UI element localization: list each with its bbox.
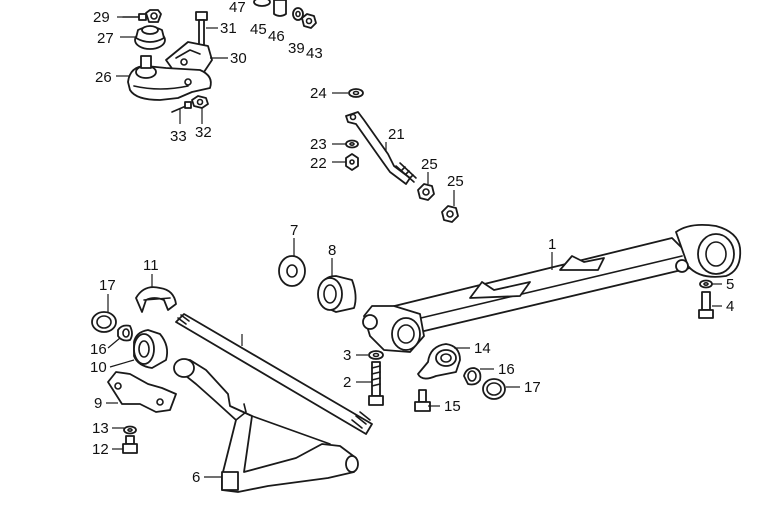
- washer-13: [123, 425, 137, 435]
- bearing-clamp-14: [417, 343, 461, 380]
- link-rod-21: [345, 111, 417, 185]
- washer-45: [253, 0, 271, 7]
- callout-43: 43: [306, 45, 323, 62]
- rubber-bushing-10: [133, 329, 169, 369]
- callout-33: 33: [170, 128, 187, 145]
- rubber-bushing-8: [317, 275, 357, 313]
- engine-mount-26: [127, 55, 212, 101]
- callout-29: 29: [93, 9, 110, 26]
- bushing-16-right: [463, 367, 482, 386]
- callout-11: 11: [143, 257, 159, 274]
- callout-21: 21: [388, 126, 405, 143]
- clamp-half-9: [107, 371, 177, 413]
- callout-23: 23: [310, 136, 327, 153]
- callout-31: 31: [220, 20, 237, 37]
- small-nut-top: [145, 9, 162, 23]
- callout-7: 7: [290, 222, 298, 239]
- callout-24: 24: [310, 85, 327, 102]
- screw-33: [171, 101, 192, 113]
- screw-29: [122, 13, 147, 21]
- callout-45: 45: [250, 21, 267, 38]
- torsion-bar-34: [175, 313, 373, 435]
- callout-30: 30: [230, 50, 247, 67]
- engine-mount-assembly: [122, 0, 317, 113]
- callout-27: 27: [97, 30, 114, 47]
- callout-17-right: 17: [524, 379, 541, 396]
- seal-17-right: [482, 378, 506, 400]
- callout-22: 22: [310, 155, 327, 172]
- bolt-15: [414, 389, 431, 412]
- callout-4: 4: [726, 298, 734, 315]
- callout-12: 12: [92, 441, 109, 458]
- washer-24: [348, 88, 364, 98]
- callout-6: 6: [192, 469, 200, 486]
- nut-25-upper: [417, 183, 435, 201]
- nut-25-lower: [441, 205, 459, 223]
- mount-bracket-30: [165, 41, 213, 75]
- washer-3: [368, 350, 384, 360]
- seal-17-left: [91, 311, 117, 333]
- stabilizer-link-group: [345, 88, 459, 223]
- callout-46: 46: [268, 28, 285, 45]
- cross-tube-1: [362, 223, 742, 353]
- trailing-arm-6: [173, 358, 359, 493]
- bolt-12: [122, 435, 138, 454]
- callout-9: 9: [94, 395, 102, 412]
- callout-25-upper: 25: [421, 156, 438, 173]
- bushing-16-left: [117, 324, 133, 342]
- washer-5: [699, 279, 713, 289]
- bolt-4: [698, 291, 714, 319]
- callout-2: 2: [343, 374, 351, 391]
- callout-5: 5: [726, 276, 734, 293]
- callout-16-left: 16: [90, 341, 107, 358]
- washer-39: [292, 7, 304, 21]
- callout-8: 8: [328, 242, 336, 259]
- washer-23: [345, 139, 359, 149]
- callout-39: 39: [288, 40, 305, 57]
- callout-1: 1: [548, 236, 556, 253]
- callout-15: 15: [444, 398, 461, 415]
- nut-32: [191, 95, 209, 109]
- leader-lines: [106, 16, 722, 478]
- callout-17-left: 17: [99, 277, 116, 294]
- washer-7: [278, 255, 306, 287]
- bolt-2: [368, 361, 384, 406]
- callout-labels: 29 27 31 30 26 33 32 47 45 46 39 43 24 2…: [90, 0, 734, 486]
- callout-47: 47: [229, 0, 246, 16]
- callout-13: 13: [92, 420, 109, 437]
- nut-22: [345, 153, 359, 171]
- callout-14: 14: [474, 340, 491, 357]
- callout-10: 10: [90, 359, 107, 376]
- callout-16-right: 16: [498, 361, 515, 378]
- bolt-31: [195, 11, 208, 47]
- spacer-46: [273, 0, 287, 17]
- rubber-washer-27: [134, 25, 166, 50]
- callout-25-lower: 25: [447, 173, 464, 190]
- clamp-half-11: [135, 286, 177, 313]
- callout-3: 3: [343, 347, 351, 364]
- callout-26: 26: [95, 69, 112, 86]
- nut-43: [301, 13, 317, 29]
- callout-32: 32: [195, 124, 212, 141]
